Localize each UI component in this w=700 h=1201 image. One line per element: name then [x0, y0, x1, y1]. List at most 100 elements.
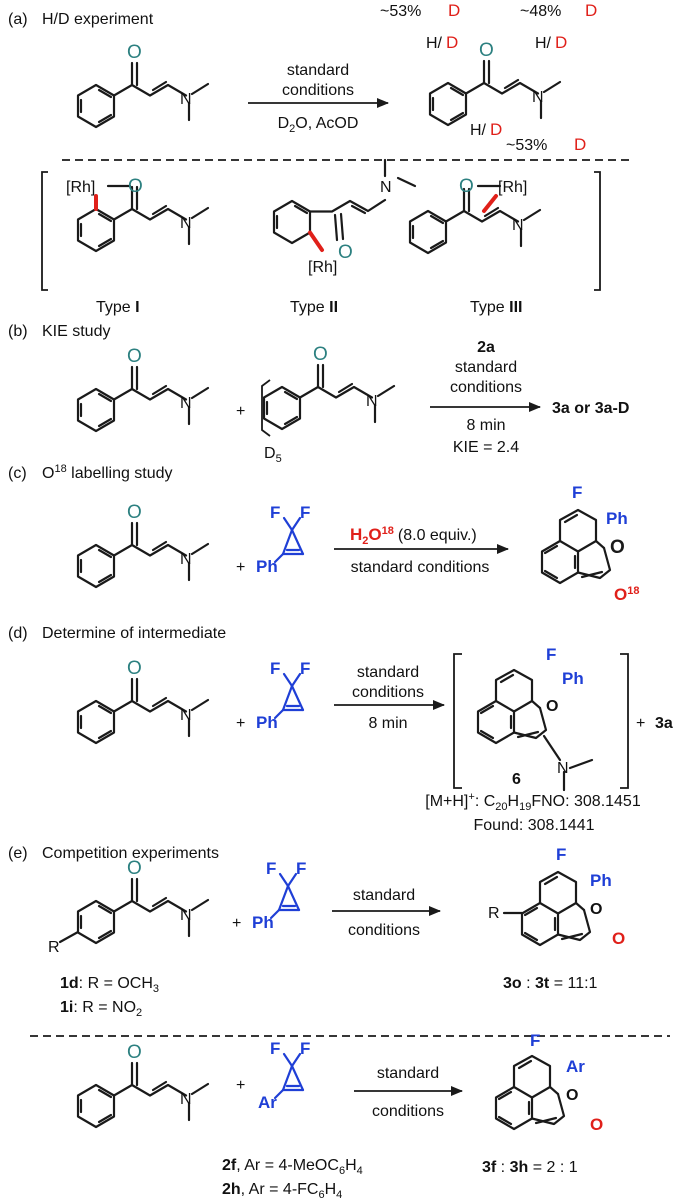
- d5-label: D5: [264, 445, 282, 465]
- e-condition-conditions: conditions: [348, 922, 420, 939]
- o18-carbonyl-label: O18: [614, 585, 639, 604]
- e-difluorocyclopropene: F F Ph: [252, 859, 306, 932]
- carbonyl-oxygen-label: O: [128, 176, 143, 197]
- d-reaction-arrow: standard conditions 8 min: [334, 664, 445, 732]
- pct-ortho-bottom: ~53%: [506, 137, 547, 154]
- amine-nitrogen-label: N: [366, 393, 378, 410]
- plus-sign: +: [236, 559, 245, 576]
- phenyl-label: Ph: [252, 913, 274, 932]
- r-group-label: R: [488, 905, 500, 922]
- b-product: 3a or 3a-D: [552, 400, 629, 417]
- carbonyl-oxygen-label: O: [338, 242, 353, 263]
- pct-ortho-left: ~53%: [380, 3, 421, 20]
- section-b-title: KIE study: [42, 323, 110, 340]
- reagent-2h: 2h, Ar = 4-FC6H4: [222, 1181, 342, 1201]
- c-o18-product: F Ph O O18: [540, 483, 639, 604]
- substrate-1d: 1d: R = OCH3: [60, 975, 159, 995]
- ring-oxygen-label: O: [566, 1087, 578, 1104]
- a-condition-conditions: conditions: [282, 82, 354, 99]
- carbonyl-oxygen-label: O: [127, 858, 142, 879]
- amine-nitrogen-label: N: [512, 217, 524, 234]
- d-condition-standard: standard: [357, 664, 419, 681]
- fluorine-label: F: [300, 503, 310, 522]
- a-condition-reagents: D2O, AcOD: [278, 115, 359, 135]
- section-d-label: (d): [8, 625, 28, 642]
- plus-sign: +: [236, 715, 245, 732]
- amine-nitrogen-label: N: [180, 395, 192, 412]
- carbonyl-oxygen-red: O: [612, 929, 625, 948]
- fluorine-label: F: [270, 503, 280, 522]
- amine-nitrogen-label: N: [532, 89, 544, 106]
- fluorine-label: F: [270, 659, 280, 678]
- e-condition-conditions: conditions: [372, 1103, 444, 1120]
- d-label-ortho-left: D: [446, 33, 458, 52]
- c-enaminone: O N: [76, 502, 210, 589]
- fluorine-label: F: [296, 859, 306, 878]
- e-aryl-difluorocyclopropene: F F Ar 2f, Ar = 4-MeOC6H4 2h, Ar = 4-FC6…: [222, 1039, 363, 1201]
- fluorine-label: F: [300, 659, 310, 678]
- amine-nitrogen-label: N: [180, 1091, 192, 1108]
- a-reaction-arrow: standard conditions D2O, AcOD: [248, 62, 389, 135]
- c-condition: standard conditions: [351, 559, 490, 576]
- phenyl-label: Ph: [256, 557, 278, 576]
- carbonyl-oxygen-label: O: [127, 502, 142, 523]
- deuterium-ortho-left: D: [448, 1, 460, 20]
- aryl-label: Ar: [258, 1093, 277, 1112]
- fluorine-label: F: [572, 483, 582, 502]
- amine-nitrogen-label: N: [380, 179, 392, 196]
- aryl-label: Ar: [566, 1057, 585, 1076]
- rhodium-label: [Rh]: [66, 179, 95, 196]
- carbonyl-oxygen-label: O: [127, 42, 142, 63]
- a-proposed-rhodacycles: [Rh] O N Type I N O [Rh] Type II: [41, 158, 601, 316]
- b-enaminone-h: O N: [76, 346, 210, 433]
- carbonyl-oxygen-red: O: [590, 1115, 603, 1134]
- carbonyl-oxygen-label: O: [127, 1042, 142, 1063]
- e-product-3o-3t: R F Ph O O 3o : 3t = 11:1: [488, 845, 625, 992]
- carbonyl-oxygen-label: O: [459, 176, 474, 197]
- amine-nitrogen-label: N: [180, 707, 192, 724]
- rhodium-label: [Rh]: [498, 179, 527, 196]
- e-condition-standard: standard: [353, 887, 415, 904]
- b-time: 8 min: [466, 417, 505, 434]
- h-label-ortho-bottom: H/: [470, 122, 487, 139]
- e-substituted-enaminone: O N R 1d: R = OCH3 1i: R = NO2: [48, 858, 210, 1019]
- h-label-ortho-left: H/: [426, 35, 443, 52]
- rhodium-label: [Rh]: [308, 259, 337, 276]
- reagent-2f: 2f, Ar = 4-MeOC6H4: [222, 1157, 363, 1177]
- ring-oxygen-label: O: [590, 901, 602, 918]
- d-time: 8 min: [368, 715, 407, 732]
- type-3-label: Type III: [470, 299, 522, 316]
- carbonyl-oxygen-label: O: [127, 658, 142, 679]
- carbonyl-oxygen-label: O: [127, 346, 142, 367]
- fluorine-label: F: [300, 1039, 310, 1058]
- amine-nitrogen-label: N: [180, 91, 192, 108]
- plus-sign: +: [232, 915, 241, 932]
- plus-sign: +: [636, 715, 645, 732]
- fluorine-label: F: [266, 859, 276, 878]
- hrms-found: Found: 308.1441: [474, 817, 595, 834]
- b-reaction-arrow: 2a standard conditions 8 min KIE = 2.4 3…: [430, 339, 629, 456]
- c-water-o18-reagent: H2O18(8.0 equiv.): [350, 525, 477, 547]
- carbonyl-oxygen-label: O: [313, 344, 328, 365]
- a-starting-enaminone: O N: [76, 42, 210, 129]
- section-c-label: (c): [8, 465, 27, 482]
- phenyl-label: Ph: [256, 713, 278, 732]
- e-condition-standard: standard: [377, 1065, 439, 1082]
- d-side-product-3a: 3a: [655, 715, 673, 732]
- phenyl-label: Ph: [590, 871, 612, 890]
- substrate-1i: 1i: R = NO2: [60, 999, 142, 1019]
- amine-nitrogen-label: N: [180, 907, 192, 924]
- a-deuterated-product: O N ~53% D ~48% D H/ D H/ D H/ D ~53% D: [380, 1, 597, 154]
- plus-sign: +: [236, 403, 245, 420]
- c-difluorocyclopropene: F F Ph: [256, 503, 310, 576]
- amine-nitrogen-label: N: [180, 551, 192, 568]
- carbonyl-oxygen-label: O: [479, 40, 494, 61]
- e-reaction-arrow-2: standard conditions: [354, 1065, 463, 1120]
- ratio-3o-3t: 3o : 3t = 11:1: [503, 975, 598, 992]
- a-condition-standard: standard: [287, 62, 349, 79]
- fluorine-label: F: [546, 645, 556, 664]
- b-condition-conditions: conditions: [450, 379, 522, 396]
- phenyl-label: Ph: [606, 509, 628, 528]
- section-d-heading: (d) Determine of intermediate: [8, 625, 226, 642]
